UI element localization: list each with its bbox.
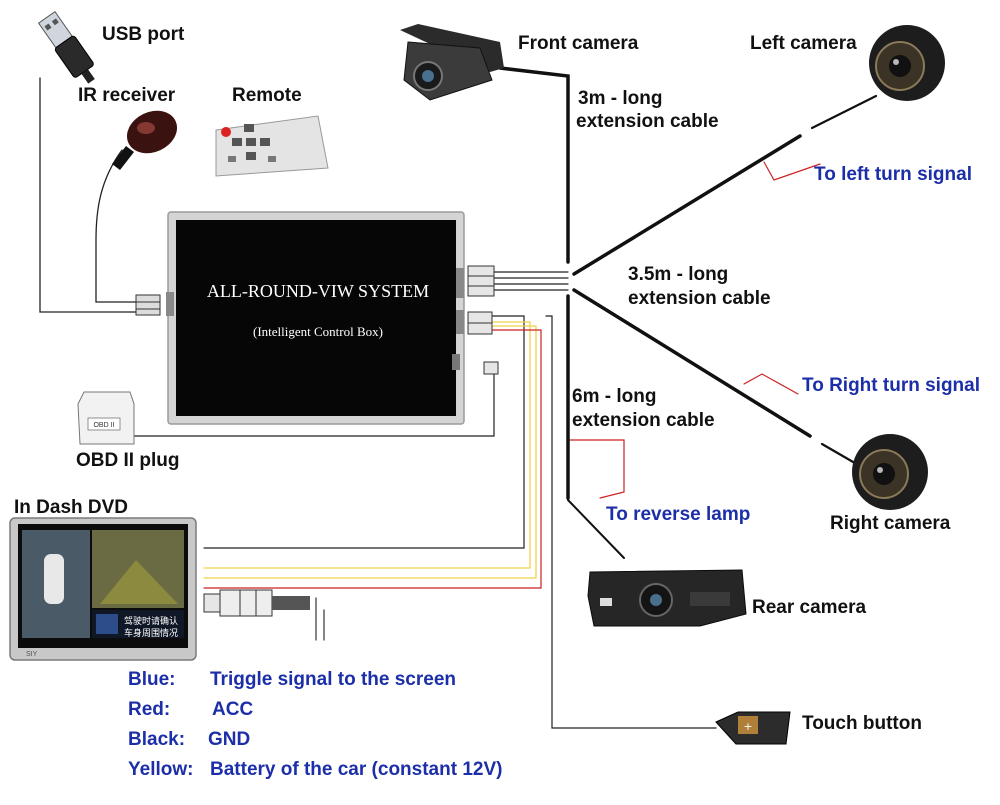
legend-meaning-black: GND xyxy=(208,729,250,750)
ir-receiver-icon xyxy=(112,110,178,170)
remote-icon xyxy=(215,115,329,177)
rear-camera-label: Rear camera xyxy=(752,597,867,618)
dvd-wire-red xyxy=(203,329,542,589)
touch-button-label: Touch button xyxy=(802,713,922,734)
usb-port-label: USB port xyxy=(102,24,185,45)
right-camera-cable xyxy=(572,288,812,438)
main-harness xyxy=(493,271,569,291)
touch-button-wire xyxy=(545,315,717,729)
remote-label: Remote xyxy=(232,85,302,106)
front-camera-cable xyxy=(498,66,570,264)
left-camera-icon xyxy=(869,25,945,101)
control-box-title: ALL-ROUND-VIW SYSTEM xyxy=(207,281,429,301)
front-cable-line2: extension cable xyxy=(576,111,719,132)
side-cable-line2: extension cable xyxy=(628,288,771,309)
legend-meaning-red: ACC xyxy=(212,699,253,720)
right-turn-signal-label: To Right turn signal xyxy=(802,375,980,396)
control-box-left-connector xyxy=(135,292,174,316)
dvd-brand: SIY xyxy=(26,651,38,658)
dvd-screen-text-1: 驾驶时请确认 xyxy=(124,615,178,626)
reverse-lamp-label: To reverse lamp xyxy=(606,504,750,525)
right-camera-icon xyxy=(852,434,928,510)
obd-plug-icon: OBD II xyxy=(77,391,135,445)
usb-cable xyxy=(39,77,139,313)
reverse-signal-wire xyxy=(569,439,625,499)
left-camera-label: Left camera xyxy=(750,33,857,54)
rear-cable-line2: extension cable xyxy=(572,410,715,431)
obd-plug-label: OBD II plug xyxy=(76,450,179,471)
front-camera-label: Front camera xyxy=(518,33,639,54)
rear-camera-icon xyxy=(587,569,747,627)
legend-meaning-yellow: Battery of the car (constant 12V) xyxy=(210,759,502,780)
wires xyxy=(39,66,878,729)
dvd-wire-yellow-2 xyxy=(203,325,537,579)
legend-color-red: Red: xyxy=(128,699,170,720)
touch-button-icon: + xyxy=(715,711,791,745)
left-turn-signal-label: To left turn signal xyxy=(814,164,972,185)
legend-color-blue: Blue: xyxy=(128,669,176,690)
front-camera-icon xyxy=(400,24,504,101)
usb-plug-icon xyxy=(37,10,95,84)
side-cable-line1: 3.5m - long xyxy=(628,264,728,285)
left-camera-cable xyxy=(572,134,802,276)
dvd-wire-black xyxy=(203,315,525,549)
right-camera-label: Right camera xyxy=(830,513,951,534)
obd-cable xyxy=(133,371,495,437)
right-turn-signal-wire xyxy=(743,373,799,395)
ir-cable xyxy=(95,149,139,303)
in-dash-dvd-icon: 驾驶时请确认 车身周围情况 SIY xyxy=(9,517,197,661)
dvd-screen-text-2: 车身周围情况 xyxy=(124,627,178,638)
dvd-harness-connector xyxy=(203,589,310,617)
left-turn-signal-wire xyxy=(763,161,821,181)
rear-cable-line1: 6m - long xyxy=(572,386,656,407)
dvd-wire-blue xyxy=(315,597,325,641)
control-box-right-connector-main xyxy=(456,265,495,298)
front-cable-line1: 3m - long xyxy=(578,88,662,109)
left-camera-cable-end xyxy=(810,94,878,130)
ir-receiver-label: IR receiver xyxy=(78,85,176,106)
dvd-wire-yellow-1 xyxy=(203,321,531,569)
obd-tag-text: OBD II xyxy=(93,422,114,429)
wire-legend: Blue: Triggle signal to the screen Red: … xyxy=(128,669,502,780)
control-box-subtitle: (Intelligent Control Box) xyxy=(253,324,383,339)
dvd-label: In Dash DVD xyxy=(14,497,128,518)
control-box-right-connector-obd xyxy=(452,354,499,375)
legend-color-yellow: Yellow: xyxy=(128,759,193,780)
legend-color-black: Black: xyxy=(128,729,185,750)
rear-camera-cable-end xyxy=(567,499,625,559)
control-box-right-connector-power xyxy=(456,310,493,335)
svg-text:+: + xyxy=(743,720,752,733)
legend-meaning-blue: Triggle signal to the screen xyxy=(210,669,456,690)
control-box: ALL-ROUND-VIW SYSTEM (Intelligent Contro… xyxy=(135,211,499,425)
